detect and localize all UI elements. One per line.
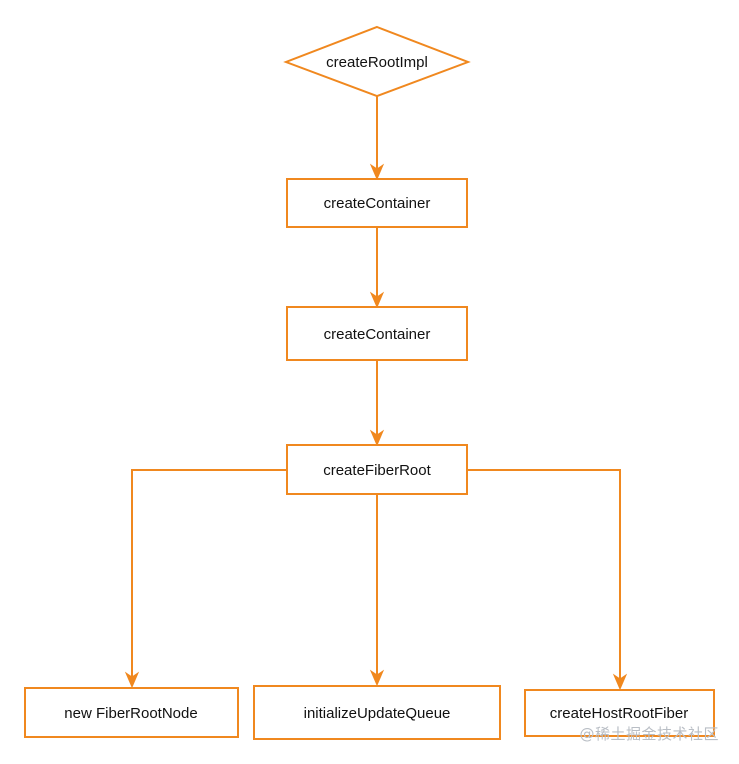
node-create-fiber-root: createFiberRoot <box>286 444 468 495</box>
arrowhead-fiber-root <box>369 429 385 447</box>
arrowhead-container-1 <box>369 163 385 181</box>
arrowheads <box>124 163 628 691</box>
process-box <box>24 687 239 738</box>
node-label: createHostRootFiber <box>550 705 688 722</box>
node-label: initializeUpdateQueue <box>304 705 451 722</box>
node-label: createContainer <box>324 195 431 212</box>
node-create-container-2: createContainer <box>286 306 468 361</box>
process-box <box>253 685 501 740</box>
edge-fiber-root-to-left <box>131 469 287 686</box>
process-box <box>286 178 468 228</box>
node-initialize-update-queue: initializeUpdateQueue <box>253 685 501 740</box>
node-create-container-1: createContainer <box>286 178 468 228</box>
decision-diamond <box>283 25 471 98</box>
process-box <box>524 689 715 737</box>
arrowhead-left-child <box>124 671 140 689</box>
process-box <box>286 306 468 361</box>
node-label: createContainer <box>324 326 431 343</box>
watermark-text: @稀土掘金技术社区 <box>579 725 719 743</box>
node-label: createFiberRoot <box>323 462 431 479</box>
node-label: new FiberRootNode <box>64 705 197 722</box>
node-create-host-root-fiber: createHostRootFiber <box>524 689 715 737</box>
edges <box>131 96 621 688</box>
arrowhead-right-child <box>612 673 628 691</box>
arrowhead-middle-child <box>369 669 385 687</box>
arrowhead-container-2 <box>369 291 385 309</box>
node-label: createRootImpl <box>326 54 428 71</box>
node-create-root-impl: createRootImpl <box>283 25 471 98</box>
edge-fiber-root-to-right <box>467 469 621 688</box>
node-new-fiber-root-node: new FiberRootNode <box>24 687 239 738</box>
process-box <box>286 444 468 495</box>
